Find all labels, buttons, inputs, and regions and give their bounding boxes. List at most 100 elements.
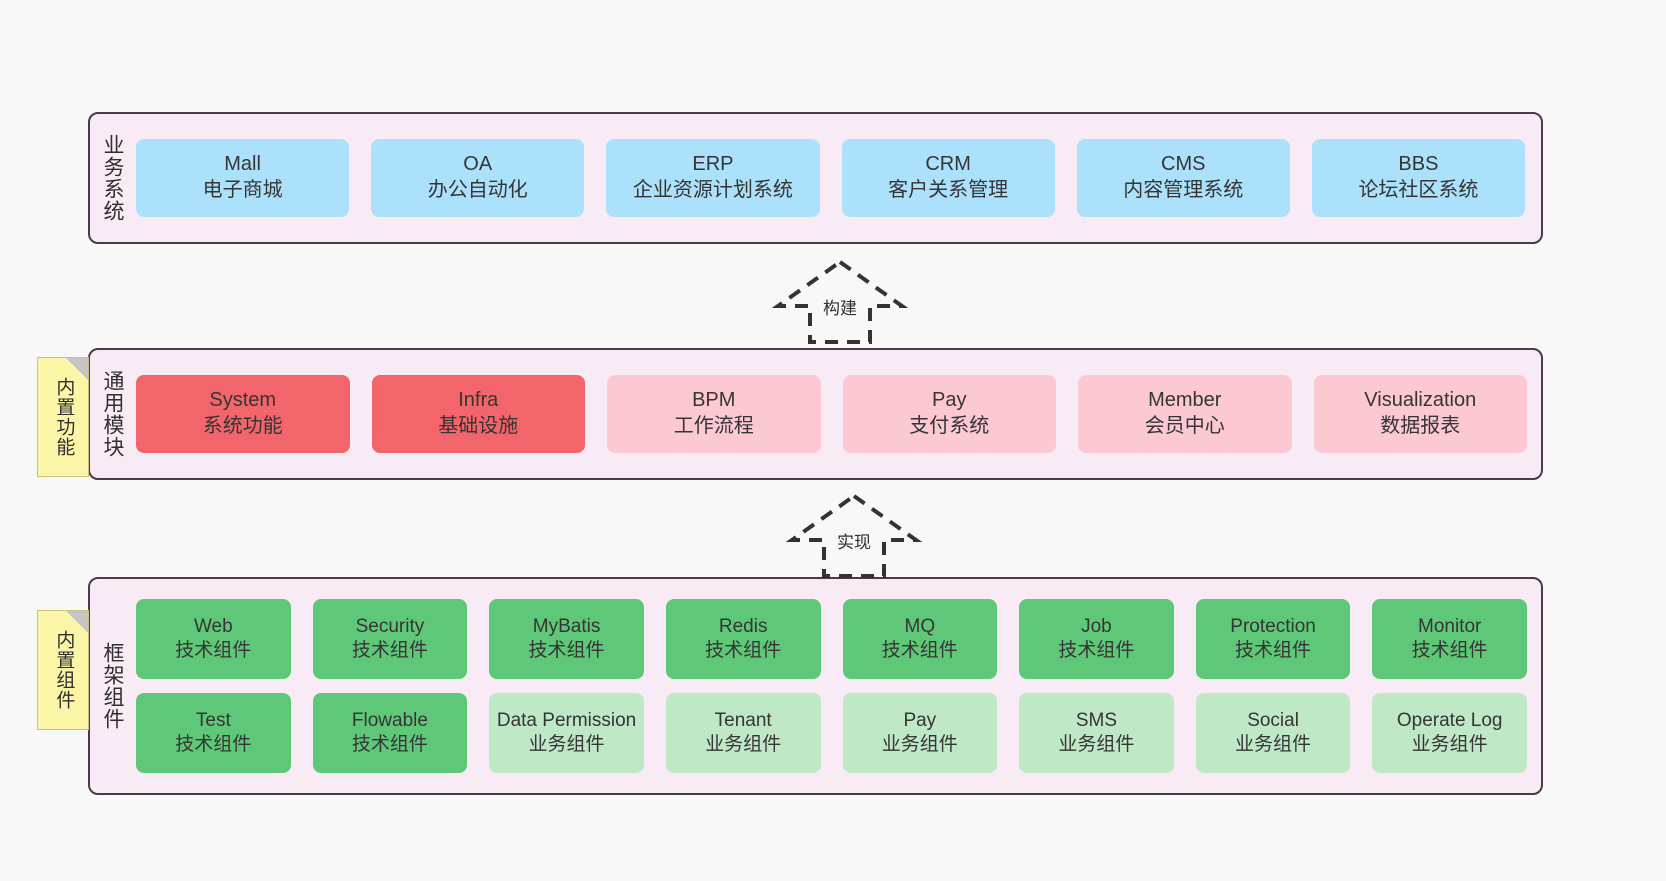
layer-common-module[interactable]: 通用模块 System 系统功能 Infra 基础设施 BPM 工作流程 Pay… — [88, 348, 1543, 480]
node-security[interactable]: Security 技术组件 — [312, 599, 468, 679]
node-mall[interactable]: Mall 电子商城 — [136, 139, 350, 217]
node-title-cn: 业务组件 — [705, 734, 782, 755]
node-protection[interactable]: Protection 技术组件 — [1195, 599, 1351, 679]
node-cms[interactable]: CMS 内容管理系统 — [1076, 139, 1290, 217]
node-system[interactable]: System 系统功能 — [136, 375, 350, 453]
node-title-en: MQ — [904, 615, 936, 637]
note-text: 内置功能 — [53, 377, 75, 457]
node-title-en: Social — [1247, 709, 1299, 731]
node-erp[interactable]: ERP 企业资源计划系统 — [606, 139, 820, 217]
node-title-cn: 技术组件 — [1058, 640, 1135, 661]
node-bpm[interactable]: BPM 工作流程 — [607, 375, 821, 453]
layer-title-common-module: 通用模块 — [100, 370, 124, 458]
node-title-cn: 技术组件 — [881, 640, 958, 661]
layer-body-framework-component: Web 技术组件 Security 技术组件 MyBatis 技术组件 Redi… — [134, 579, 1541, 793]
node-bbs[interactable]: BBS 论坛社区系统 — [1311, 139, 1526, 217]
node-infra[interactable]: Infra 基础设施 — [371, 375, 585, 453]
node-title-cn: 支付系统 — [909, 415, 990, 437]
node-title-en: Protection — [1230, 615, 1316, 637]
node-crm[interactable]: CRM 客户关系管理 — [841, 139, 1055, 217]
node-sms[interactable]: SMS 业务组件 — [1019, 693, 1174, 773]
note-builtin-component[interactable]: 内置组件 — [37, 610, 89, 730]
node-data-permission[interactable]: Data Permission 业务组件 — [489, 693, 644, 773]
node-title-cn: 系统功能 — [202, 415, 283, 437]
node-mybatis[interactable]: MyBatis 技术组件 — [489, 599, 644, 679]
node-title-en: Monitor — [1418, 615, 1482, 637]
connector-implement[interactable]: 实现 — [766, 492, 942, 578]
node-test[interactable]: Test 技术组件 — [136, 693, 291, 773]
node-title-en: System — [209, 389, 277, 412]
node-operate-log[interactable]: Operate Log 业务组件 — [1372, 693, 1527, 773]
layer-title-business-system: 业务系统 — [100, 134, 124, 222]
node-row: Mall 电子商城 OA 办公自动化 ERP 企业资源计划系统 CRM 客户关系… — [136, 139, 1526, 217]
node-redis[interactable]: Redis 技术组件 — [665, 599, 821, 679]
note-builtin-function[interactable]: 内置功能 — [37, 357, 89, 477]
node-title-en: Redis — [718, 615, 768, 637]
node-title-en: Test — [195, 709, 231, 731]
node-title-cn: 技术组件 — [351, 640, 428, 661]
node-title-en: CRM — [925, 153, 971, 176]
node-title-en: Pay — [932, 389, 967, 412]
node-title-cn: 会员中心 — [1144, 415, 1225, 437]
node-title-cn: 技术组件 — [1411, 640, 1488, 661]
node-title-cn: 技术组件 — [528, 640, 605, 661]
node-web[interactable]: Web 技术组件 — [136, 599, 291, 679]
node-row: Test 技术组件 Flowable 技术组件 Data Permission … — [136, 693, 1527, 773]
node-title-en: Visualization — [1364, 389, 1477, 412]
node-title-cn: 技术组件 — [175, 734, 252, 755]
layer-body-common-module: System 系统功能 Infra 基础设施 BPM 工作流程 Pay 支付系统… — [134, 350, 1541, 478]
node-title-cn: 论坛社区系统 — [1358, 179, 1479, 201]
node-tenant[interactable]: Tenant 业务组件 — [665, 693, 821, 773]
node-social[interactable]: Social 业务组件 — [1195, 693, 1351, 773]
node-title-en: Member — [1148, 389, 1222, 412]
node-title-en: ERP — [692, 153, 734, 176]
node-title-cn: 电子商城 — [202, 179, 283, 201]
node-title-cn: 业务组件 — [1058, 734, 1135, 755]
node-title-en: MyBatis — [532, 615, 601, 637]
dashed-generalization-arrow-icon — [785, 493, 923, 578]
node-title-en: BBS — [1398, 153, 1439, 176]
node-mq[interactable]: MQ 技术组件 — [842, 599, 998, 679]
node-job[interactable]: Job 技术组件 — [1019, 599, 1174, 679]
node-title-cn: 工作流程 — [673, 415, 754, 437]
node-title-cn: 基础设施 — [438, 415, 519, 437]
node-title-cn: 业务组件 — [881, 734, 958, 755]
node-title-cn: 企业资源计划系统 — [632, 179, 793, 201]
connector-build[interactable]: 构建 — [752, 258, 928, 344]
node-title-cn: 内容管理系统 — [1123, 179, 1244, 201]
note-text: 内置组件 — [53, 630, 75, 710]
node-title-en: Security — [355, 615, 425, 637]
node-title-cn: 办公自动化 — [427, 179, 528, 201]
node-title-en: Infra — [458, 389, 499, 412]
node-visualization[interactable]: Visualization 数据报表 — [1313, 375, 1527, 453]
node-title-en: Flowable — [351, 709, 428, 731]
node-title-cn: 业务组件 — [1235, 734, 1312, 755]
layer-framework-component[interactable]: 框架组件 Web 技术组件 Security 技术组件 MyBatis 技术组件… — [88, 577, 1543, 795]
node-title-en: Pay — [903, 709, 937, 731]
node-title-en: Data Permission — [496, 709, 637, 731]
node-title-cn: 数据报表 — [1380, 415, 1461, 437]
node-title-cn: 技术组件 — [1235, 640, 1312, 661]
node-title-en: BPM — [692, 389, 736, 412]
layer-body-business-system: Mall 电子商城 OA 办公自动化 ERP 企业资源计划系统 CRM 客户关系… — [134, 114, 1541, 242]
node-flowable[interactable]: Flowable 技术组件 — [312, 693, 468, 773]
node-member[interactable]: Member 会员中心 — [1078, 375, 1292, 453]
node-monitor[interactable]: Monitor 技术组件 — [1372, 599, 1527, 679]
node-title-en: CMS — [1161, 153, 1206, 176]
node-oa[interactable]: OA 办公自动化 — [371, 139, 585, 217]
layer-title-framework-component: 框架组件 — [100, 642, 124, 730]
node-title-cn: 技术组件 — [351, 734, 428, 755]
node-row: System 系统功能 Infra 基础设施 BPM 工作流程 Pay 支付系统… — [136, 375, 1527, 453]
node-pay-biz[interactable]: Pay 业务组件 — [842, 693, 998, 773]
node-title-en: Job — [1081, 615, 1112, 637]
node-title-cn: 业务组件 — [528, 734, 605, 755]
node-pay[interactable]: Pay 支付系统 — [842, 375, 1056, 453]
node-title-en: SMS — [1075, 709, 1118, 731]
node-title-cn: 客户关系管理 — [888, 179, 1009, 201]
layer-business-system[interactable]: 业务系统 Mall 电子商城 OA 办公自动化 ERP 企业资源计划系统 CRM… — [88, 112, 1543, 244]
node-row: Web 技术组件 Security 技术组件 MyBatis 技术组件 Redi… — [136, 599, 1527, 679]
node-title-cn: 技术组件 — [175, 640, 252, 661]
node-title-en: Operate Log — [1396, 709, 1503, 731]
node-title-en: Tenant — [714, 709, 772, 731]
